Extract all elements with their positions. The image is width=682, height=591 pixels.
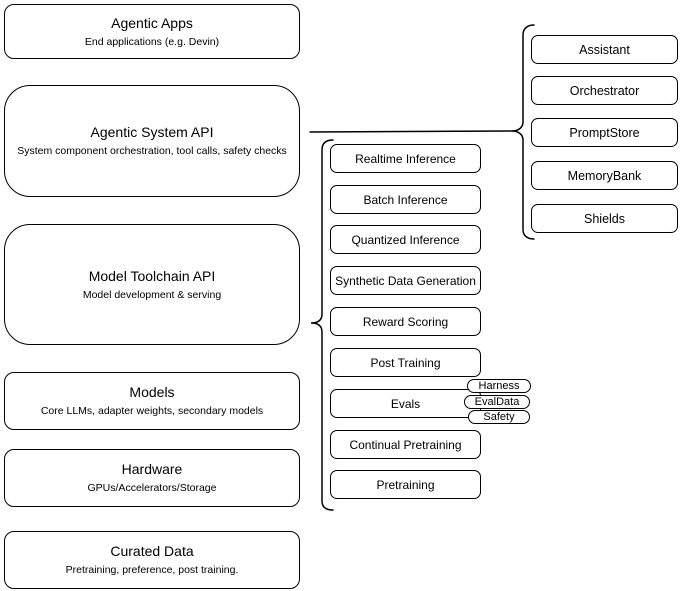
node-orchestrator: Orchestrator (531, 76, 678, 105)
node-subtitle: GPUs/Accelerators/Storage (87, 482, 217, 495)
node-models: Models Core LLMs, adapter weights, secon… (4, 372, 300, 430)
pill-harness: Harness (467, 379, 531, 393)
node-promptstore: PromptStore (531, 118, 678, 147)
node-title: Agentic System API (90, 124, 214, 141)
node-hardware: Hardware GPUs/Accelerators/Storage (4, 449, 300, 507)
node-memorybank: MemoryBank (531, 161, 678, 190)
node-model-toolchain-api: Model Toolchain API Model development & … (4, 224, 300, 345)
node-title: Curated Data (110, 543, 194, 560)
node-pretraining: Pretraining (330, 470, 481, 499)
node-realtime-inference: Realtime Inference (330, 144, 481, 173)
node-subtitle: System component orchestration, tool cal… (17, 145, 287, 158)
node-title: Agentic Apps (111, 14, 193, 31)
node-shields: Shields (531, 204, 678, 233)
node-title: Hardware (121, 461, 183, 478)
system-components-brace (511, 24, 535, 240)
node-synthetic-data-generation: Synthetic Data Generation (330, 266, 481, 295)
node-subtitle: Core LLMs, adapter weights, secondary mo… (40, 405, 264, 418)
node-continual-pretraining: Continual Pretraining (330, 430, 481, 459)
node-agentic-apps: Agentic Apps End applications (e.g. Devi… (4, 4, 300, 59)
node-curated-data: Curated Data Pretraining, preference, po… (4, 531, 300, 589)
node-reward-scoring: Reward Scoring (330, 307, 481, 336)
toolchain-components-brace (310, 139, 334, 511)
node-quantized-inference: Quantized Inference (330, 225, 481, 254)
node-subtitle: Pretraining, preference, post training. (65, 564, 239, 577)
node-evals: Evals (330, 389, 481, 418)
node-title: Models (129, 384, 175, 401)
node-agentic-system-api: Agentic System API System component orch… (4, 85, 300, 197)
node-assistant: Assistant (531, 35, 678, 64)
pill-safety: Safety (468, 410, 530, 424)
system-api-to-brace-line (309, 130, 513, 133)
node-title: Model Toolchain API (88, 267, 216, 284)
node-subtitle: End applications (e.g. Devin) (84, 35, 220, 48)
node-post-training: Post Training (330, 348, 481, 377)
node-batch-inference: Batch Inference (330, 185, 481, 214)
node-subtitle: Model development & serving (82, 288, 222, 301)
pill-evaldata: EvalData (464, 395, 530, 409)
